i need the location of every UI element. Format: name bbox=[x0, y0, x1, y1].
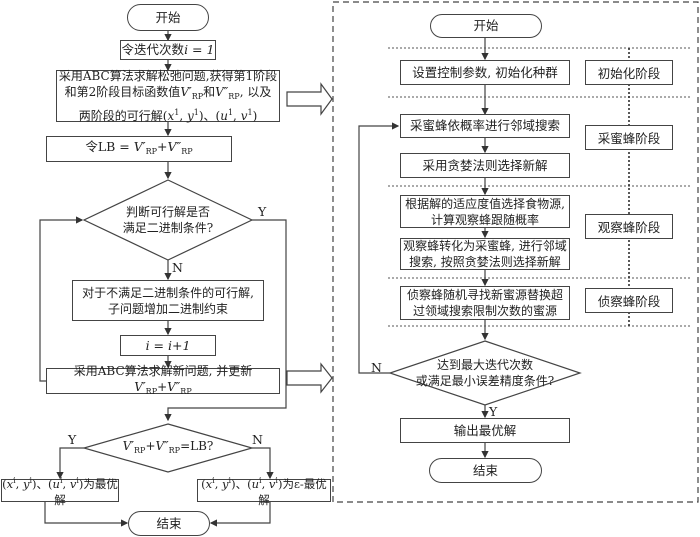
increment-box: i = i+1 bbox=[120, 335, 216, 356]
right-decision-yes-label: Y bbox=[489, 404, 498, 419]
optimal-box: (xi, yi)、(ui, vi)为最优解 bbox=[1, 476, 119, 507]
hollow-arrow-bottom bbox=[286, 362, 333, 394]
decision2-no-label: N bbox=[252, 432, 263, 447]
decision2-yes-line bbox=[56, 447, 84, 480]
left-end-label: 结束 bbox=[156, 515, 182, 531]
decision1-yes-line bbox=[164, 219, 287, 422]
loop-back-line bbox=[39, 216, 84, 382]
decision2-diamond bbox=[81, 423, 255, 473]
hollow-arrow-top bbox=[286, 82, 333, 116]
relax-solve-box: 采用ABC算法求解松弛问题,获得第1阶段 和第2阶段目标函数值V′RP和V″RP… bbox=[56, 69, 280, 123]
output-best-box: 输出最优解 bbox=[400, 418, 570, 443]
lb-label: 令LB = V′RP+V″RP bbox=[85, 138, 193, 156]
relax-line-1: 采用ABC算法求解松弛问题,获得第1阶段 bbox=[58, 69, 278, 83]
decision1-no-label: N bbox=[172, 260, 183, 275]
stage-init-box: 初始化阶段 bbox=[585, 60, 673, 85]
optimal-label: (xi, yi)、(ui, vi)为最优解 bbox=[2, 476, 118, 507]
increment-label: i = i+1 bbox=[145, 337, 191, 353]
employed-search-box: 采蜜蜂依概率进行邻域搜索 bbox=[400, 114, 570, 138]
left-start-terminal: 开始 bbox=[127, 4, 209, 31]
decision1-text: 判断可行解是否 满足二进制条件? bbox=[122, 205, 214, 235]
stage-onlooker-box: 观察蜂阶段 bbox=[585, 214, 673, 239]
select-food-box: 根据解的适应度值选择食物源, 计算观察蜂跟随概率 bbox=[400, 195, 570, 228]
eps-optimal-label: (xi, yi)、(ui, vi)为ε-最优解 bbox=[201, 476, 327, 507]
set-params-box: 设置控制参数, 初始化种群 bbox=[400, 60, 570, 85]
stage-scout-box: 侦察蜂阶段 bbox=[585, 288, 673, 313]
output-best-label: 输出最优解 bbox=[453, 422, 517, 438]
stage-employed-box: 采蜜蜂阶段 bbox=[585, 125, 673, 150]
relax-line-3: 两阶段的可行解(x1, y1)、(u1, v1) bbox=[78, 108, 258, 123]
lb-box: 令LB = V′RP+V″RP bbox=[46, 136, 232, 162]
decision2-yes-label: Y bbox=[68, 432, 77, 447]
right-end-label: 结束 bbox=[472, 462, 498, 478]
decision1-yes-label: Y bbox=[258, 204, 267, 219]
stage-employed-label: 采蜜蜂阶段 bbox=[597, 131, 661, 146]
relax-line-2: 和第2阶段目标函数值V′RP和V″RP, 以及 bbox=[64, 85, 272, 101]
stage-onlooker-label: 观察蜂阶段 bbox=[597, 220, 661, 235]
onlooker-box: 观察蜂转化为采蜜蜂, 进行邻域 搜索, 按照贪婪法则选择新解 bbox=[400, 238, 570, 270]
init-iteration-box: 令迭代次数i = 1 bbox=[120, 40, 216, 60]
greedy-select-label: 采用贪婪法则选择新解 bbox=[422, 157, 548, 173]
scout-box: 侦察蜂随机寻找新蜜源替换超 过领域搜索限制次数的蜜源 bbox=[400, 286, 570, 320]
stage-init-label: 初始化阶段 bbox=[597, 66, 661, 81]
resolve-label: 采用ABC算法求解新问题, 并更新V′RP+V″RP bbox=[73, 363, 253, 396]
left-start-label: 开始 bbox=[155, 9, 181, 25]
right-start-label: 开始 bbox=[473, 18, 499, 33]
optimal-to-end-line bbox=[44, 501, 129, 527]
stage-scout-label: 侦察蜂阶段 bbox=[597, 294, 661, 309]
eps-to-end-line bbox=[209, 501, 271, 527]
right-decision-no-label: N bbox=[371, 360, 382, 375]
set-params-label: 设置控制参数, 初始化种群 bbox=[412, 64, 558, 80]
init-iteration-label: 令迭代次数i = 1 bbox=[121, 42, 215, 57]
r-decision-no-line bbox=[358, 122, 400, 374]
right-decision-text: 达到最大迭代次数 或满足最小误差精度条件? bbox=[415, 358, 555, 388]
left-end-terminal: 结束 bbox=[128, 511, 210, 536]
greedy-select-box: 采用贪婪法则选择新解 bbox=[400, 153, 570, 178]
decision2-no-line bbox=[252, 447, 274, 480]
add-constraint-box: 对于不满足二进制条件的可行解, 子问题增加二进制约束 bbox=[72, 280, 264, 321]
right-panel-frame bbox=[332, 1, 699, 503]
eps-optimal-box: (xi, yi)、(ui, vi)为ε-最优解 bbox=[197, 476, 331, 507]
employed-search-label: 采蜜蜂依概率进行邻域搜索 bbox=[409, 118, 560, 133]
resolve-box: 采用ABC算法求解新问题, 并更新V′RP+V″RP bbox=[46, 364, 280, 396]
right-end-terminal: 结束 bbox=[429, 458, 542, 483]
right-start-terminal: 开始 bbox=[430, 14, 542, 38]
decision2-text: V′RP+V″RP=LB? bbox=[122, 438, 214, 455]
